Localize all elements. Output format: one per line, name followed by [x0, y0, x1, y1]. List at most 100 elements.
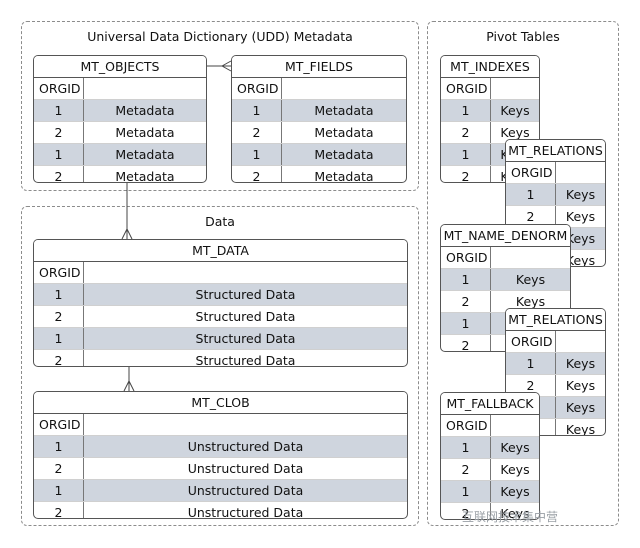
- crows-foot-data-2: [126, 228, 133, 240]
- table-name: MT_RELATIONS: [506, 140, 605, 162]
- orgid-column-header: ORGID: [34, 78, 84, 99]
- orgid-cell: 1: [34, 328, 84, 349]
- orgid-cell: 2: [232, 122, 282, 143]
- table-row: 1 Keys: [441, 481, 539, 503]
- table-row: 2 Structured Data: [34, 306, 407, 328]
- orgid-cell: 2: [506, 206, 556, 227]
- orgid-column-header: ORGID: [506, 331, 556, 352]
- crows-foot-data-1: [121, 228, 128, 240]
- pivot-tables-group: Pivot Tables: [427, 21, 619, 526]
- value-cell: Keys: [565, 187, 596, 202]
- orgid-cell: 1: [441, 481, 491, 502]
- orgid-cell: 1: [34, 100, 84, 121]
- table-row: 1 Metadata: [232, 144, 406, 166]
- crows-foot-fields-1: [221, 60, 232, 67]
- watermark-text: 互联网技术集中营: [462, 510, 559, 524]
- orgid-cell: 1: [441, 100, 491, 121]
- orgid-cell: 1: [34, 480, 84, 501]
- value-cell: Keys: [565, 356, 596, 371]
- orgid-column-header: ORGID: [34, 262, 84, 283]
- pivot-tables-title: Pivot Tables: [486, 29, 560, 44]
- table-row: 2 Metadata: [34, 166, 206, 183]
- orgid-column-header: ORGID: [441, 78, 491, 99]
- orgid-cell: 2: [441, 459, 491, 480]
- table-row: 2 Metadata: [232, 166, 406, 183]
- value-cell: Unstructured Data: [187, 439, 304, 454]
- value-cell: Keys: [565, 231, 596, 246]
- column-header-row: ORGID: [34, 414, 407, 436]
- orgid-cell: 1: [441, 144, 491, 165]
- orgid-cell: 1: [34, 144, 84, 165]
- column-header-row: ORGID: [441, 415, 539, 437]
- value-cell: Metadata: [314, 125, 374, 140]
- orgid-cell: 1: [441, 269, 491, 290]
- column-header-row: ORGID: [34, 78, 206, 100]
- value-cell: Metadata: [314, 169, 374, 183]
- value-cell: Unstructured Data: [187, 461, 304, 476]
- orgid-cell: 2: [34, 350, 84, 366]
- orgid-column-header: ORGID: [506, 162, 556, 183]
- value-cell: Keys: [565, 378, 596, 393]
- table-name: MT_OBJECTS: [34, 56, 206, 78]
- orgid-cell: 1: [34, 436, 84, 457]
- orgid-column-header: ORGID: [232, 78, 282, 99]
- table-name: MT_FALLBACK: [441, 393, 539, 415]
- orgid-cell: 1: [506, 184, 556, 205]
- crows-foot-fields-2: [221, 65, 232, 72]
- table-row: 1 Keys: [506, 353, 605, 375]
- orgid-cell: 1: [441, 437, 491, 458]
- table-row: 1 Keys: [441, 269, 570, 291]
- value-cell: Keys: [565, 253, 596, 267]
- column-header-row: ORGID: [441, 247, 570, 269]
- value-cell: Keys: [500, 484, 530, 499]
- orgid-cell: 2: [34, 306, 84, 327]
- value-cell: Metadata: [115, 169, 175, 183]
- value-cell: Keys: [565, 400, 596, 415]
- orgid-cell: 2: [441, 503, 491, 519]
- value-cell: Keys: [515, 294, 546, 309]
- column-header-row: ORGID: [506, 162, 605, 184]
- orgid-cell: 2: [441, 335, 491, 351]
- value-cell: Keys: [515, 272, 546, 287]
- orgid-cell: 1: [232, 144, 282, 165]
- table-name: MT_CLOB: [34, 392, 407, 414]
- orgid-cell: 1: [506, 353, 556, 374]
- table-row: 1 Keys: [441, 437, 539, 459]
- data-group: Data: [21, 206, 419, 526]
- table-row: 1 Unstructured Data: [34, 436, 407, 458]
- table-name: MT_RELATIONS: [506, 309, 605, 331]
- table-row: 1 Keys: [506, 184, 605, 206]
- orgid-cell: 2: [232, 166, 282, 182]
- table-name: MT_INDEXES: [441, 56, 539, 78]
- orgid-cell: 2: [34, 166, 84, 182]
- orgid-cell: 2: [34, 122, 84, 143]
- value-cell: Keys: [500, 440, 530, 455]
- orgid-cell: 2: [441, 291, 491, 312]
- column-header-row: ORGID: [232, 78, 406, 100]
- udd-metadata-title: Universal Data Dictionary (UDD) Metadata: [87, 29, 353, 44]
- value-cell: Structured Data: [195, 309, 296, 324]
- orgid-column-header: ORGID: [34, 414, 84, 435]
- table-name: MT_DATA: [34, 240, 407, 262]
- orgid-cell: 2: [441, 166, 491, 182]
- value-cell: Keys: [500, 125, 530, 140]
- value-cell: Metadata: [314, 147, 374, 162]
- value-cell: Keys: [500, 506, 530, 520]
- orgid-column-header: ORGID: [441, 415, 491, 436]
- table-name: MT_FIELDS: [232, 56, 406, 78]
